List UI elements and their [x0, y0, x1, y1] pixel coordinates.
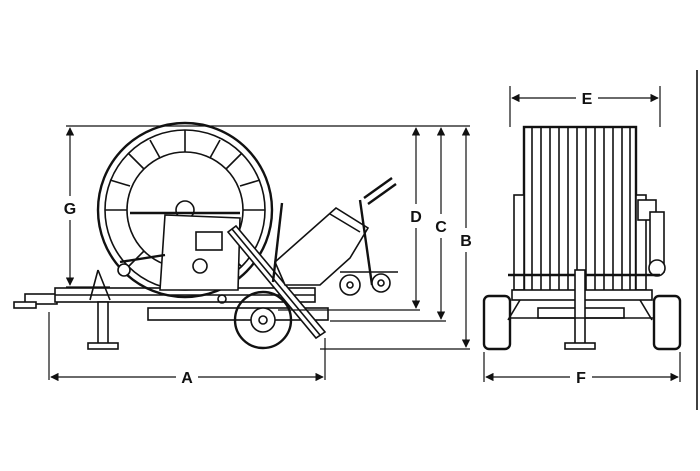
dimension-label-g: G: [64, 201, 76, 218]
wheels-front: [482, 294, 682, 351]
dimension-label-d: D: [410, 209, 422, 226]
reel-frame-front: [507, 194, 666, 350]
chassis-side: [13, 269, 329, 321]
dimension-label-a: A: [181, 370, 193, 387]
dimension-label-c: C: [435, 219, 447, 236]
dimension-label-b: B: [460, 233, 472, 250]
jack-leg-side: [87, 301, 119, 350]
dimension-label-f: F: [576, 370, 586, 387]
front-view: [482, 125, 682, 351]
reel-frame-side: [117, 214, 241, 291]
wheel-side: [217, 290, 293, 350]
sprinkler-cart-side: [271, 177, 398, 296]
reel-drum-side: [96, 121, 274, 299]
dimension-lines: [48, 86, 681, 382]
side-view: [13, 121, 398, 350]
dimension-label-e: E: [582, 91, 593, 108]
